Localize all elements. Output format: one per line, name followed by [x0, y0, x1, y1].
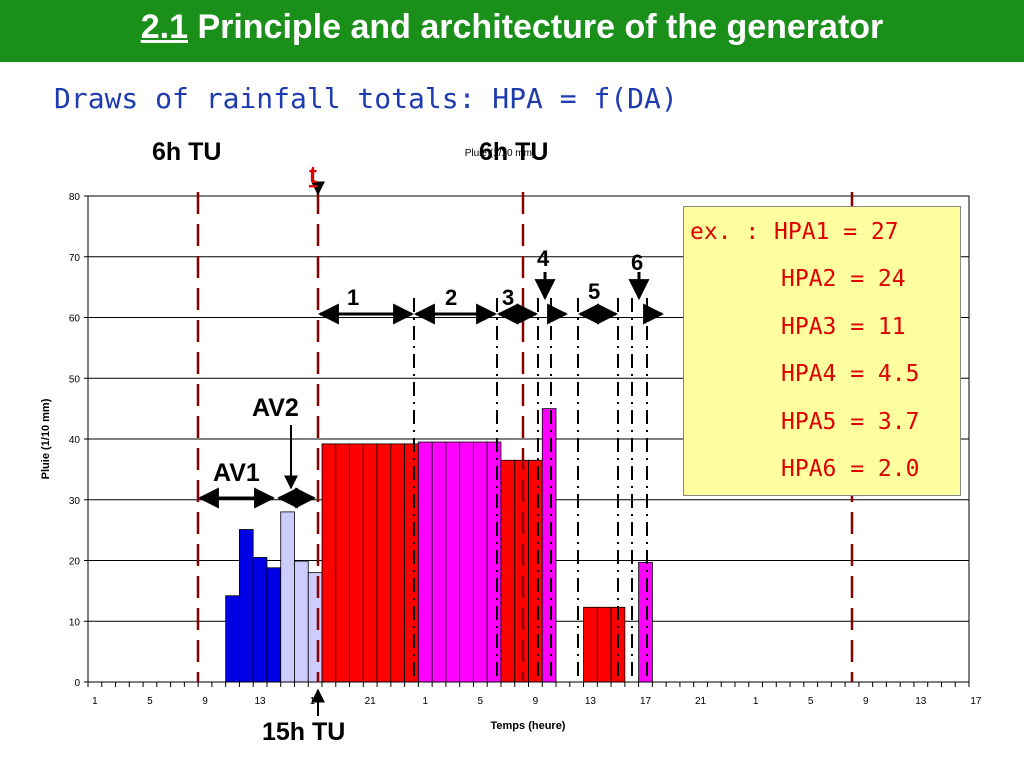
bar [390, 443, 406, 683]
x-tick-label: 21 [365, 696, 377, 707]
bar [541, 408, 557, 683]
x-tick-label: 17 [310, 696, 322, 707]
bar [445, 441, 461, 683]
bar [362, 443, 378, 683]
tu-left-label: 6h TU [152, 138, 221, 166]
hpa-line-5: HPA5 = 3.7 [781, 409, 920, 435]
x-tick-label: 5 [478, 696, 484, 707]
segment-label-5: 5 [588, 279, 600, 304]
bar [321, 443, 337, 683]
section-number: 2.1 [140, 8, 188, 46]
bar [266, 567, 282, 683]
title-bar: 2.1 Principle and architecture of the ge… [0, 0, 1024, 62]
bar [473, 441, 488, 683]
bar [225, 595, 240, 683]
x-tick-label: 1 [753, 696, 759, 707]
x-tick-label: 17 [970, 696, 982, 707]
bar [376, 443, 392, 683]
y-axis-ticks: 0 10 20 30 40 50 60 70 80 [69, 192, 88, 689]
bar [404, 443, 419, 683]
av1-label: AV1 [213, 459, 260, 487]
y-tick-label: 40 [69, 435, 81, 446]
bar [500, 459, 516, 683]
hpa-line-3: HPA3 = 11 [781, 314, 906, 340]
tu-bottom-label: 15h TU [262, 718, 345, 746]
y-tick-label: 50 [69, 374, 81, 385]
hpa-prefix: ex. : [690, 219, 760, 245]
segment-arrows [197, 181, 665, 716]
y-tick-label: 0 [74, 678, 80, 689]
bar [486, 441, 502, 683]
bar [417, 441, 433, 683]
bar [307, 572, 323, 683]
y-tick-label: 70 [69, 253, 81, 264]
title-text: Principle and architecture of the genera… [197, 8, 884, 46]
hpa-example-box: ex. : HPA1 = 27 HPA2 = 24 HPA3 = 11 HPA4… [683, 206, 961, 496]
x-tick-label: 13 [255, 696, 267, 707]
x-tick-label: 9 [863, 696, 869, 707]
y-tick-label: 60 [69, 314, 81, 325]
segment-boundaries [413, 298, 648, 682]
segment-label-6: 6 [631, 250, 643, 275]
y-tick-label: 20 [69, 557, 81, 568]
x-tick-label: 13 [585, 696, 597, 707]
x-tick-label: 1 [422, 696, 428, 707]
chart-title: Pluie (1/10 mm) [465, 148, 536, 159]
bar [294, 560, 309, 683]
bar [431, 441, 447, 683]
y-axis-label: Pluie (1/10 mm) [40, 398, 52, 479]
bar [239, 529, 254, 683]
bar [638, 561, 653, 683]
slide-subtitle: Draws of rainfall totals: HPA = f(DA) [54, 82, 678, 115]
x-tick-label: 5 [808, 696, 814, 707]
y-tick-label: 80 [69, 192, 81, 203]
bar [528, 459, 543, 683]
bar [596, 606, 612, 683]
segment-label-3: 3 [502, 285, 514, 310]
x-tick-label: 17 [640, 696, 652, 707]
bar [459, 441, 474, 683]
x-tick-label: 9 [533, 696, 539, 707]
hpa-line-2: HPA2 = 24 [781, 266, 906, 292]
x-tick-label: 5 [147, 696, 153, 707]
tu-right-label: 6h TU [479, 138, 548, 166]
bar [583, 606, 598, 683]
segment-label-1: 1 [347, 285, 359, 310]
segment-label-4: 4 [537, 246, 550, 271]
bar [280, 511, 295, 683]
slide-title: 2.1 Principle and architecture of the ge… [0, 8, 1024, 47]
y-tick-label: 10 [69, 617, 81, 628]
bar [252, 557, 268, 683]
segment-label-2: 2 [445, 285, 457, 310]
x-tick-label: 1 [92, 696, 98, 707]
hpa-line-4: HPA4 = 4.5 [781, 361, 920, 387]
bar [335, 443, 350, 683]
bar [514, 459, 529, 683]
bar [349, 443, 364, 683]
av2-label: AV2 [252, 394, 299, 422]
chart-bars [225, 408, 653, 683]
t-marker-label: t [309, 162, 317, 189]
x-tick-label: 21 [695, 696, 707, 707]
x-tick-label: 13 [915, 696, 927, 707]
x-axis-label: Temps (heure) [491, 720, 566, 732]
y-tick-label: 30 [69, 496, 81, 507]
hpa-line-1: HPA1 = 27 [774, 219, 899, 245]
hpa-line-6: HPA6 = 2.0 [781, 456, 920, 482]
x-tick-label: 9 [202, 696, 208, 707]
